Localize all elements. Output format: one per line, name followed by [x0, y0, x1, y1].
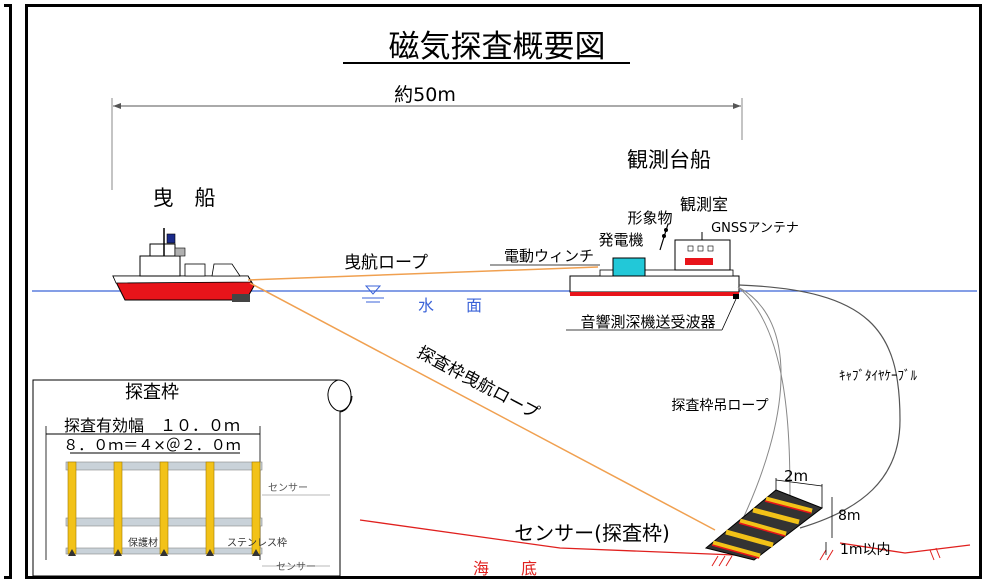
hang-rope-label: 探査枠吊ロープ: [671, 398, 768, 414]
distance-label: 約50m: [394, 84, 456, 106]
spacing-label: ８．０ｍ＝４×＠２．０ｍ: [63, 436, 241, 454]
sensor-bottom-label: センサー: [276, 561, 316, 573]
distance-dimension: 約50m: [111, 84, 743, 190]
page-title: 磁気探査概要図: [389, 29, 606, 65]
survey-ship: [569, 223, 740, 299]
water-symbol: [362, 285, 384, 303]
water-surface-label: 水 面: [418, 296, 482, 315]
tow-rope-label: 曳航ロープ: [344, 253, 428, 273]
marker-label: 形象物: [627, 209, 672, 227]
cabtire-cable-label: ｷｬﾌﾞﾀｲﾔｹｰﾌﾞﾙ: [839, 369, 918, 384]
frame-detail-inset: [32, 379, 353, 577]
cabin-label: 観測室: [680, 195, 728, 214]
tug-boat: [112, 228, 255, 302]
sensor-frame-label: センサー(探査枠): [514, 521, 670, 545]
gnss-label: GNSSアンテナ: [711, 221, 799, 236]
cabtire-cable-line: [738, 284, 901, 529]
dim-clearance-label: 1m以内: [840, 542, 891, 558]
winch-label: 電動ウィンチ: [504, 247, 594, 265]
seabed-profile: [359, 519, 971, 567]
tow-rope-line: [247, 266, 599, 281]
adjacent-panel-border: [4, 4, 12, 579]
generator-label: 発電機: [598, 231, 643, 249]
frame-tow-rope-label: 探査枠曳航ロープ: [414, 343, 543, 424]
sensor-frame: [704, 478, 824, 561]
inset-frame-drawing: [65, 461, 330, 567]
effective-width-label: 探査有効幅 １０．０ｍ: [64, 416, 240, 435]
inset-title: 探査枠: [125, 382, 179, 403]
transducer-label: 音響測深機送受波器: [580, 313, 715, 331]
transducer-leader-diagonal: [721, 298, 737, 331]
sensor-top-label: センサー: [268, 482, 308, 494]
dim-height-label: 8m: [838, 508, 861, 524]
survey-ship-label: 観測台船: [627, 148, 711, 172]
protector-label: 保護材: [128, 536, 158, 549]
stainless-frame-label: ステンレス枠: [227, 536, 287, 549]
seabed-label: 海 底: [473, 559, 537, 578]
diagram-frame: [25, 4, 982, 579]
frame-tow-rope-line: [249, 282, 716, 531]
tug-label: 曳 船: [153, 186, 216, 210]
dim-width-label: 2m: [784, 467, 808, 485]
hang-rope-line: [737, 286, 782, 526]
hang-rope-line-2: [737, 286, 791, 506]
